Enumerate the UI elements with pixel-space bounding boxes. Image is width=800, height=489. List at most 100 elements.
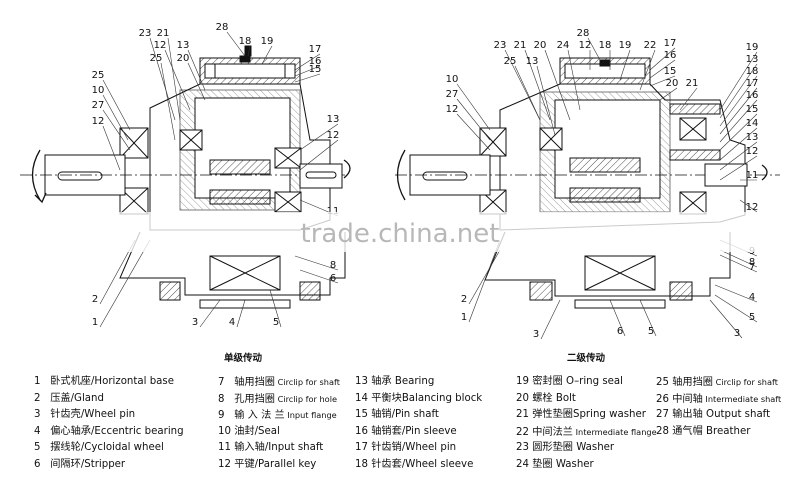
right-callout-7: 7 <box>749 262 755 273</box>
left-callout-8: 8 <box>330 260 336 271</box>
left-leader-line <box>102 79 131 131</box>
legend-item-number: 26 <box>656 393 669 405</box>
right-callout-18: 18 <box>746 66 759 77</box>
legend-item-number: 20 <box>516 392 529 404</box>
right-callout-5: 5 <box>749 312 755 323</box>
legend-item-english: /Parallel key <box>254 458 317 470</box>
legend-item-english: /Seal <box>254 425 280 437</box>
legend-item: 25 轴用挡圈 Circlip for shaft <box>656 374 781 391</box>
legend-item-english: O–ring seal <box>562 376 623 387</box>
right-leader-line <box>639 299 657 337</box>
legend-item-english: /Eccentric bearing <box>91 425 184 437</box>
right-callout-12: 12 <box>579 40 592 51</box>
right-leader-line <box>456 98 491 141</box>
legend-item-chinese: 摆线轮 <box>47 442 81 454</box>
right-leader-line <box>709 299 743 339</box>
left-callout-10: 10 <box>92 85 105 96</box>
legend-item-chinese: 中间轴 <box>669 393 703 405</box>
left-callout-20: 20 <box>177 53 190 64</box>
right-leader-line <box>587 37 601 61</box>
legend-item-chinese: 轴销 <box>368 409 392 421</box>
right-leader-line <box>468 249 501 305</box>
left-leader-line <box>299 123 339 151</box>
legend-item-number: 10 <box>218 425 231 437</box>
legend-item-chinese: 平衡块 <box>368 392 402 404</box>
left-leader-line <box>247 45 251 57</box>
right-callout-20: 20 <box>534 40 547 51</box>
right-callout-21: 21 <box>686 78 699 89</box>
legend-item: 15 轴销/Pin shaft <box>355 407 482 424</box>
left-leader-line <box>160 62 176 141</box>
right-leader-line <box>536 65 556 136</box>
legend-item-number: 12 <box>218 458 231 470</box>
legend-item: 4 偏心轴承/Eccentric bearing <box>34 424 184 441</box>
legend-item: 22 中间法兰 Intermediate flange <box>516 424 657 441</box>
left-leader-line <box>167 37 181 121</box>
left-leader-line <box>164 49 191 111</box>
right-callout-1: 1 <box>461 312 467 323</box>
left-leader-line <box>269 289 282 328</box>
right-callout-8: 8 <box>749 257 755 268</box>
right-callout-22: 22 <box>644 40 657 51</box>
right-leader-line <box>649 75 676 87</box>
left-leader-line <box>187 62 206 101</box>
left-leader-line <box>149 37 176 121</box>
left-leader-line <box>102 109 131 151</box>
right-leader-line <box>456 83 491 131</box>
right-callout-25: 25 <box>504 56 517 67</box>
right-leader-line <box>514 65 541 121</box>
right-callout-28: 28 <box>577 28 590 39</box>
legend-item-chinese: 中间法兰 <box>529 426 573 438</box>
left-leader-line <box>294 73 321 83</box>
legend-item-chinese: 针齿销 <box>368 442 402 454</box>
legend-item-chinese: 垫圈 <box>529 458 553 470</box>
left-leader-line <box>102 125 121 171</box>
left-leader-line <box>294 53 321 71</box>
left-callout-12: 12 <box>327 130 340 141</box>
left-leader-line <box>294 255 339 271</box>
legend-item-number: 19 <box>516 376 529 387</box>
right-reducer-drawing <box>395 57 780 309</box>
right-callout-16: 16 <box>746 90 759 101</box>
legend-item: 23 圆形垫圈 Washer <box>516 440 657 457</box>
watermark: trade.china.net <box>301 219 500 249</box>
legend-item-number: 14 <box>355 392 368 404</box>
legend-item-number: 17 <box>355 442 368 454</box>
left-callout-15: 15 <box>309 64 322 75</box>
left-callout-21: 21 <box>157 28 170 39</box>
legend-item-number: 11 <box>218 442 231 454</box>
legend-item: 2 压盖/Gland <box>34 391 184 408</box>
left-callout-5: 5 <box>273 317 279 328</box>
legend-item: 19 密封圈 O–ring seal <box>516 374 657 391</box>
left-callout-2: 2 <box>92 294 98 305</box>
right-leader-line <box>524 49 551 121</box>
legend-item-number: 24 <box>516 458 529 470</box>
right-callout-17: 17 <box>746 78 759 89</box>
legend-item-chinese: 输出轴 <box>669 409 703 421</box>
right-callout-27: 27 <box>446 89 459 100</box>
legend-item: 3 针齿壳/Wheel pin <box>34 407 184 424</box>
left-leader-line <box>294 65 321 77</box>
legend-item: 7 轴用挡圈 Circlip for shaft <box>218 374 340 391</box>
right-leader-line <box>719 99 758 143</box>
legend-item-english: Circlip for shaft <box>275 377 340 387</box>
legend-item-chinese: 圆形垫圈 <box>529 442 573 454</box>
right-callout-21: 21 <box>514 40 527 51</box>
left-callout-4: 4 <box>229 317 235 328</box>
legend-item: 18 针齿套/Wheel sleeve <box>355 457 482 474</box>
legend-item-english: /Wheel pin <box>80 409 136 421</box>
left-callout-17: 17 <box>309 44 322 55</box>
legend-item-chinese: 轴用挡圈 <box>669 377 713 388</box>
legend-item-english: Intermediate flange <box>573 426 657 437</box>
right-callout-10: 10 <box>446 74 459 85</box>
right-callout-19: 19 <box>619 40 632 51</box>
legend-item-english: Circlip for hole <box>275 393 338 404</box>
legend-item-chinese: 螺栓 <box>529 392 553 404</box>
